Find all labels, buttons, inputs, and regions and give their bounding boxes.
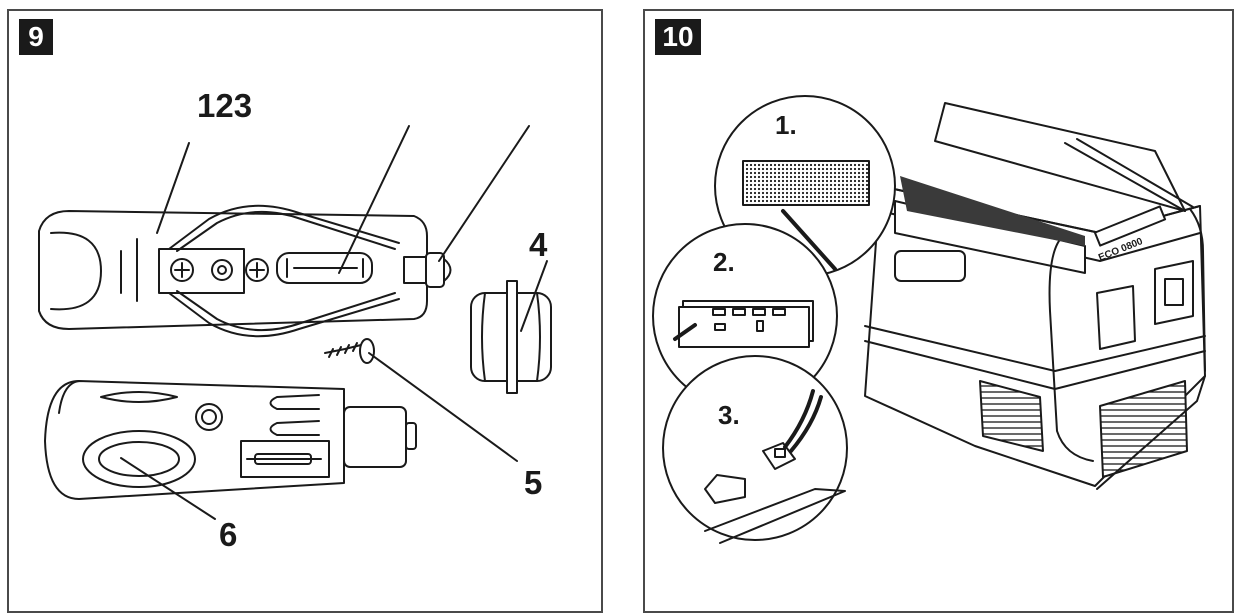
figure-10-panel: 10 xyxy=(643,9,1234,613)
light-beam xyxy=(900,176,1085,246)
leader-line-1 xyxy=(156,142,190,234)
callout-label-6: 6 xyxy=(219,516,237,553)
figure-10-drawing: ECO 0800 xyxy=(652,95,1206,544)
leader-line-3 xyxy=(438,125,530,262)
leader-line-6 xyxy=(120,457,216,520)
self-tapping-screw xyxy=(324,338,375,364)
figure-9-panel: 9 xyxy=(7,9,603,613)
callout-label-4: 4 xyxy=(529,226,548,263)
leader-line-5 xyxy=(368,352,518,462)
step-label-3: 3. xyxy=(718,400,740,430)
figure-10-number-badge: 10 xyxy=(655,19,701,55)
figure-9-number-badge: 9 xyxy=(19,19,53,55)
callout-label-123: 123 xyxy=(197,87,252,124)
center-tip-contact xyxy=(403,252,452,288)
screw-terminal-plate xyxy=(158,248,269,294)
figure-9-drawing: 123 4 5 6 xyxy=(38,87,552,553)
leader-line-4 xyxy=(520,260,548,332)
detail-circle-2 xyxy=(652,223,838,409)
detail-circle-3 xyxy=(662,355,848,544)
step-label-1: 1. xyxy=(775,110,797,140)
callout-label-5: 5 xyxy=(524,464,542,501)
plug-housing-lower-half xyxy=(44,380,417,500)
cool-box xyxy=(864,102,1206,490)
fuse-cartridge xyxy=(276,252,373,284)
leader-line-2 xyxy=(338,125,410,274)
spring-contact-clips xyxy=(168,204,400,338)
step-label-2: 2. xyxy=(713,247,735,277)
locking-ring xyxy=(470,280,552,394)
